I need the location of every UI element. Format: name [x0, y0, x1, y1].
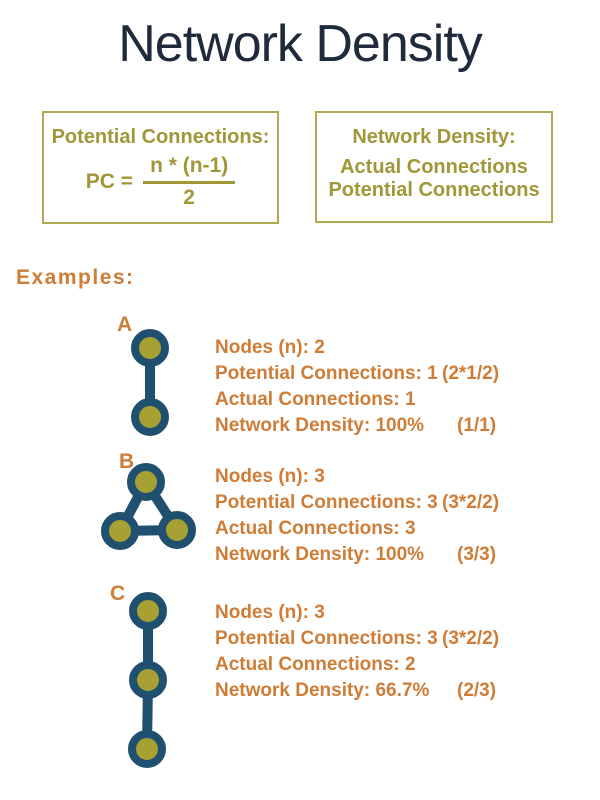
- density-denominator: Potential Connections: [328, 179, 540, 201]
- network-density-box: Network Density: Actual Connections Pote…: [315, 111, 553, 223]
- formula-numerator: n * (n-1): [143, 154, 236, 184]
- stat-potential-connections: Potential Connections: 3 (3*2/2): [215, 626, 590, 652]
- stat-text: Nodes (n): 2: [215, 337, 325, 358]
- stat-nodes: Nodes (n): 3: [215, 464, 590, 490]
- example-b-stats: Nodes (n): 3 Potential Connections: 3 (3…: [215, 464, 590, 568]
- stat-formula: (3*2/2): [442, 492, 500, 513]
- stat-text: Network Density: 100%: [215, 544, 425, 565]
- stat-formula: (3/3): [457, 544, 497, 565]
- stat-text: Network Density: 100%: [215, 415, 425, 436]
- stat-text: Potential Connections: 1: [215, 363, 438, 384]
- example-a-label: A: [117, 313, 133, 336]
- formula-denominator: 2: [183, 186, 195, 209]
- stat-text: Network Density: 66.7%: [215, 680, 430, 701]
- stat-text: Potential Connections: 3: [215, 628, 438, 649]
- stat-network-density: Network Density: 100% (3/3): [215, 542, 590, 568]
- potential-connections-formula: PC = n * (n-1) 2: [44, 154, 277, 210]
- stat-potential-connections: Potential Connections: 1 (2*1/2): [215, 361, 590, 387]
- stat-nodes: Nodes (n): 3: [215, 600, 590, 626]
- density-numerator: Actual Connections: [340, 156, 528, 178]
- stat-text: Actual Connections: 3: [215, 518, 416, 539]
- example-b-label: B: [119, 450, 135, 473]
- examples-heading: Examples:: [16, 266, 135, 289]
- stat-formula: (2*1/2): [442, 363, 500, 384]
- potential-connections-heading: Potential Connections:: [51, 126, 270, 148]
- stat-formula: (3*2/2): [442, 628, 500, 649]
- stat-text: Potential Connections: 3: [215, 492, 438, 513]
- network-density-formula: Actual Connections Potential Connections: [317, 156, 551, 202]
- network-graph-a: [131, 329, 169, 436]
- stat-text: Nodes (n): 3: [215, 602, 325, 623]
- stat-actual-connections: Actual Connections: 3: [215, 516, 590, 542]
- example-c-stats: Nodes (n): 3 Potential Connections: 3 (3…: [215, 600, 590, 704]
- stat-network-density: Network Density: 66.7% (2/3): [215, 678, 590, 704]
- stat-nodes: Nodes (n): 2: [215, 335, 590, 361]
- stat-formula: (1/1): [457, 415, 497, 436]
- formula-fraction: n * (n-1) 2: [143, 154, 236, 210]
- stat-text: Actual Connections: 1: [215, 389, 416, 410]
- network-graph-b: [101, 463, 196, 550]
- formula-lhs: PC =: [85, 170, 134, 193]
- stat-actual-connections: Actual Connections: 1: [215, 387, 590, 413]
- example-a-stats: Nodes (n): 2 Potential Connections: 1 (2…: [215, 335, 590, 439]
- page-title: Network Density: [118, 15, 483, 73]
- example-c-label: C: [110, 582, 126, 605]
- stat-potential-connections: Potential Connections: 3 (3*2/2): [215, 490, 590, 516]
- stat-text: Nodes (n): 3: [215, 466, 325, 487]
- stat-formula: (2/3): [457, 680, 497, 701]
- stat-network-density: Network Density: 100% (1/1): [215, 413, 590, 439]
- potential-connections-box: Potential Connections: PC = n * (n-1) 2: [42, 111, 279, 224]
- stat-actual-connections: Actual Connections: 2: [215, 652, 590, 678]
- network-graph-c: [128, 592, 167, 768]
- stat-text: Actual Connections: 2: [215, 654, 416, 675]
- network-density-heading: Network Density:: [352, 126, 516, 148]
